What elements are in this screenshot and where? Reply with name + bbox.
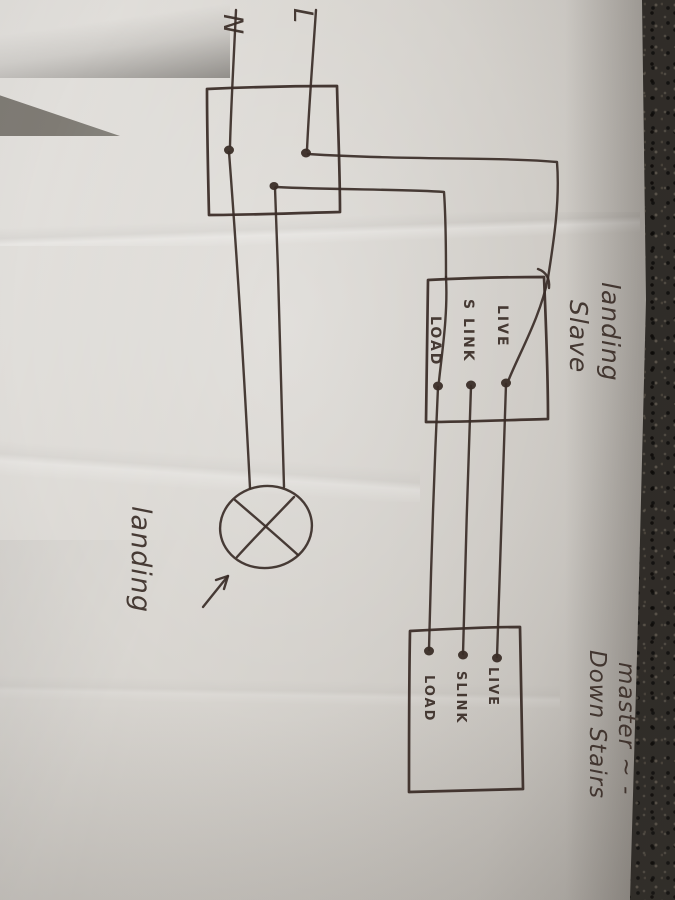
slave-switch-outline — [424, 275, 550, 424]
master-terminal-load-label: LOAD — [421, 675, 436, 722]
interswitch-wire-slink — [461, 384, 473, 656]
slave-terminal-load-label: LOAD — [427, 316, 443, 366]
slave-internal-wire-load — [437, 275, 448, 383]
lamp-pointer-arrowhead — [214, 574, 230, 591]
slave-terminal-live-label: LIVE — [494, 305, 510, 348]
slave-box-corner-overdraw — [536, 267, 551, 290]
neutral-supply-wire — [228, 8, 238, 148]
master-terminal-slink-label: SLINK — [453, 671, 468, 724]
slave-title-line1: landing — [596, 282, 625, 382]
master-title-line2: master ~ - — [613, 662, 639, 795]
lamp-switched-wire — [273, 186, 286, 489]
master-terminal-slink — [458, 650, 468, 660]
supply-neutral-label: N — [217, 14, 248, 35]
master-terminal-live — [492, 653, 502, 663]
junction-terminal-neutral — [224, 145, 234, 155]
interswitch-wire-live — [495, 382, 508, 659]
lamp-neutral-wire — [227, 150, 252, 490]
paper-fold-shadow — [0, 0, 230, 78]
lamp-pointer-arrow — [201, 574, 230, 609]
live-wire-to-slave — [306, 152, 559, 280]
master-title-line1: Down Stairs — [584, 650, 610, 799]
master-terminal-live-label: LIVE — [485, 667, 500, 707]
junction-box-outline — [205, 84, 342, 217]
lamp-symbol-circle — [218, 484, 314, 570]
lamp-symbol-cross-1 — [233, 498, 300, 557]
slave-title-line2: Slave — [564, 300, 593, 373]
switched-wire-to-slave — [274, 185, 448, 279]
master-switch-outline — [407, 625, 525, 794]
master-terminal-load — [424, 646, 434, 656]
interswitch-wire-load — [427, 385, 440, 652]
slave-terminal-slink-label: S LINK — [460, 299, 476, 363]
junction-terminal-live — [301, 148, 311, 158]
lamp-label: landing — [125, 506, 156, 613]
live-supply-wire — [305, 8, 318, 152]
supply-live-label: L — [287, 8, 318, 24]
lamp-symbol-cross-2 — [235, 495, 296, 559]
slave-internal-wire-live — [507, 276, 550, 381]
